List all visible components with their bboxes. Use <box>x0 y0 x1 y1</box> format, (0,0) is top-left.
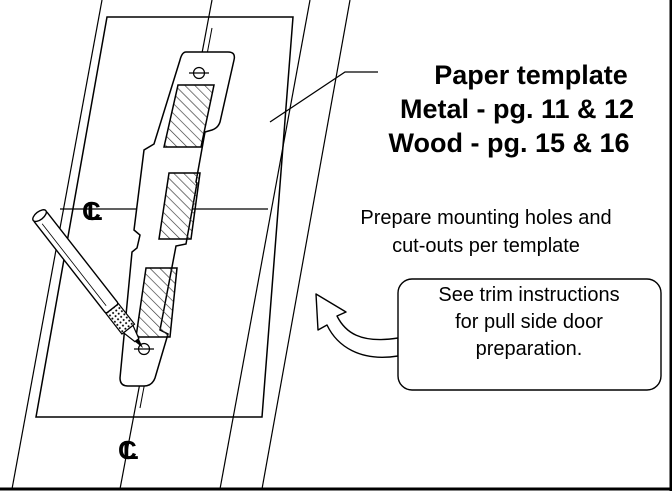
hatched-cutouts <box>135 84 215 338</box>
callout-text: See trim instructions for pull side door… <box>398 282 660 363</box>
prepare-line-2: cut-outs per template <box>392 235 580 257</box>
callout-line-1: See trim instructions <box>438 284 620 306</box>
prepare-instructions: Prepare mounting holes and cut-outs per … <box>306 204 666 260</box>
cutout-bottom <box>135 267 178 338</box>
centerline-bottom-label: CL <box>118 435 138 465</box>
centerline-top-label: CL <box>82 196 102 226</box>
template-leader-line <box>269 71 378 123</box>
prepare-line-1: Prepare mounting holes and <box>360 207 612 229</box>
title-line-2: Metal - pg. 11 & 12 <box>399 94 635 124</box>
marking-pen-icon <box>32 209 143 348</box>
cutout-top <box>163 84 215 148</box>
curved-arrow-icon <box>315 293 399 358</box>
title-line-1: Paper template <box>434 60 628 90</box>
centerline-symbol-bottom: CL <box>118 435 138 465</box>
title-line-3: Wood - pg. 15 & 16 <box>388 128 630 158</box>
callout-box <box>397 278 662 391</box>
callout-line-3: preparation. <box>475 338 583 360</box>
cutout-middle <box>158 172 201 240</box>
callout-line-2: for pull side door <box>455 311 603 333</box>
centerline-symbol-top: CL <box>82 196 102 226</box>
paper-template-sheet <box>35 16 294 418</box>
